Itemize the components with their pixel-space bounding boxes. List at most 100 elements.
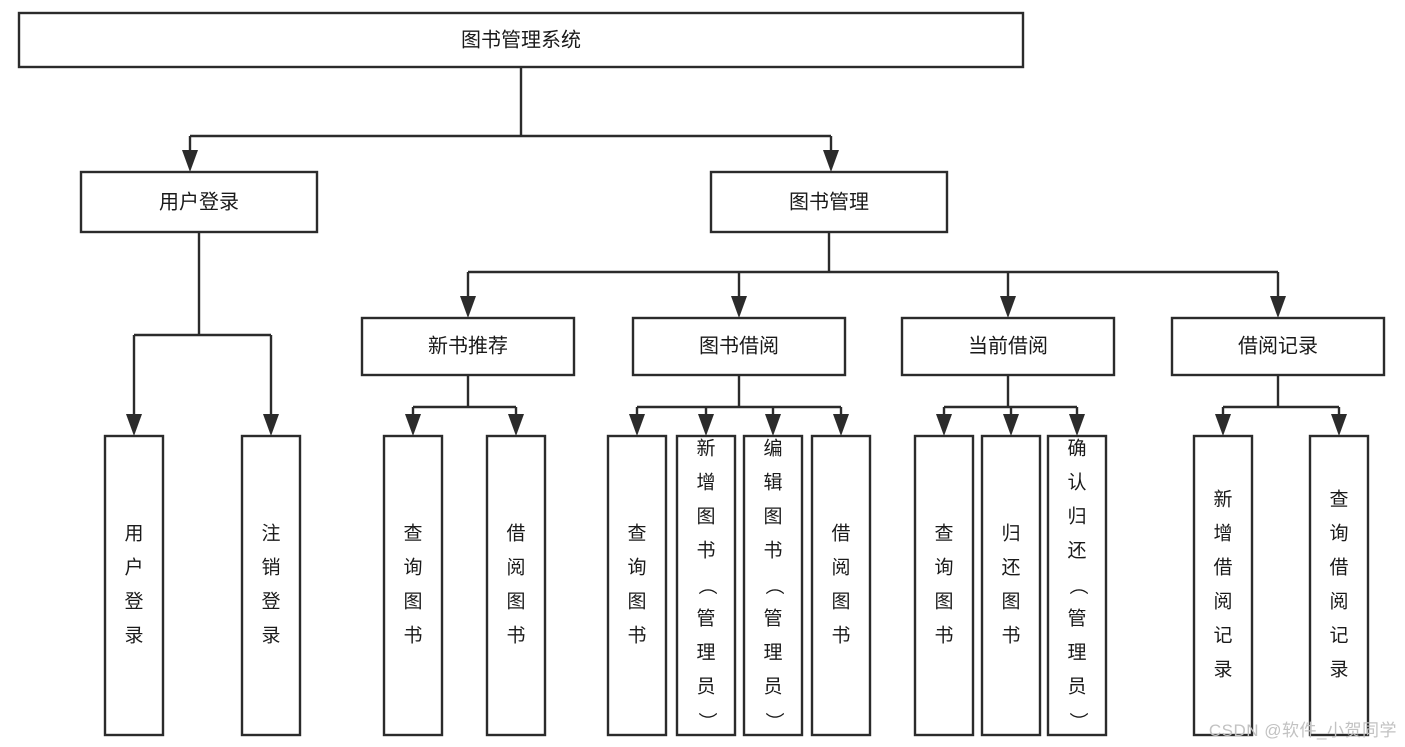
node-leaf-edit-book[interactable] — [742, 434, 804, 737]
node-leaf-logout[interactable] — [240, 434, 302, 737]
svg-text:销: 销 — [261, 557, 280, 579]
svg-text:书: 书 — [506, 625, 525, 647]
svg-text:新: 新 — [1213, 489, 1232, 511]
node-leaf-user-login-label: 用户登录 — [124, 524, 143, 647]
node-book-management-box[interactable] — [709, 170, 949, 234]
svg-text:图: 图 — [934, 592, 953, 613]
arrow-leaf-query-book-2 — [629, 414, 645, 436]
node-user-login-box[interactable] — [79, 170, 319, 234]
node-leaf-add-book-box[interactable] — [675, 434, 737, 737]
node-leaf-confirm-return-box[interactable] — [1046, 434, 1108, 737]
node-leaf-query-record-box[interactable] — [1308, 434, 1370, 737]
node-user-login[interactable]: 用户登录 — [79, 170, 319, 234]
svg-text:员: 员 — [1067, 677, 1086, 698]
arrow-leaf-add-record — [1215, 414, 1231, 436]
node-leaf-confirm-return[interactable] — [1046, 434, 1108, 737]
node-book-borrow-box[interactable] — [631, 316, 847, 377]
svg-text:还: 还 — [1001, 557, 1020, 579]
node-current-borrow[interactable]: 当前借阅 — [900, 316, 1116, 377]
arrow-to-new-book-recommend — [460, 296, 476, 318]
arrow-leaf-return-book — [1003, 414, 1019, 436]
node-leaf-borrow-book-2-box[interactable] — [810, 434, 872, 737]
svg-text:认: 认 — [1067, 472, 1086, 494]
node-borrow-record-box[interactable] — [1170, 316, 1386, 377]
node-leaf-query-book-3-box[interactable] — [913, 434, 975, 737]
node-leaf-user-login[interactable] — [103, 434, 165, 737]
svg-text:借: 借 — [1213, 557, 1232, 579]
node-borrow-record[interactable]: 借阅记录 — [1170, 316, 1386, 377]
svg-text:询: 询 — [627, 557, 646, 579]
svg-text:编: 编 — [763, 438, 782, 460]
svg-text:增: 增 — [1213, 523, 1232, 545]
svg-text:询: 询 — [403, 557, 422, 579]
svg-text:记: 记 — [1329, 625, 1348, 647]
arrow-to-current-borrow — [1000, 296, 1016, 318]
node-root-box[interactable] — [17, 11, 1025, 69]
arrow-leaf-query-book-1 — [405, 414, 421, 436]
svg-text:录: 录 — [1329, 660, 1348, 681]
node-leaf-query-book-1[interactable] — [382, 434, 444, 737]
node-user-login-label: 用户登录 — [159, 190, 239, 213]
node-root-system[interactable]: 图书管理系统 — [17, 11, 1025, 69]
node-leaf-query-book-2-box[interactable] — [606, 434, 668, 737]
svg-text:登: 登 — [124, 591, 143, 613]
node-book-borrow[interactable]: 图书借阅 — [631, 316, 847, 377]
svg-text:确: 确 — [1067, 438, 1086, 460]
node-leaf-return-book-box[interactable] — [980, 434, 1042, 737]
node-leaf-logout-box[interactable] — [240, 434, 302, 737]
svg-text:图: 图 — [506, 592, 525, 613]
arrow-leaf-query-record — [1331, 414, 1347, 436]
svg-text:理: 理 — [696, 643, 715, 664]
svg-text:归: 归 — [1001, 523, 1020, 545]
svg-text:录: 录 — [1213, 660, 1232, 681]
svg-text:理: 理 — [1067, 643, 1086, 664]
node-book-management[interactable]: 图书管理 — [709, 170, 949, 234]
svg-text:）: ） — [1067, 712, 1089, 731]
svg-text:（: （ — [763, 576, 785, 595]
node-new-book-recommend[interactable]: 新书推荐 — [360, 316, 576, 377]
node-leaf-query-book-3[interactable] — [913, 434, 975, 737]
arrow-leaf-user-login — [126, 414, 142, 436]
svg-text:阅: 阅 — [506, 557, 525, 579]
svg-text:图: 图 — [627, 592, 646, 613]
svg-text:用: 用 — [124, 524, 143, 545]
svg-text:阅: 阅 — [831, 557, 850, 579]
arrow-to-book-management — [823, 150, 839, 172]
svg-text:登: 登 — [261, 591, 280, 613]
node-leaf-user-login-box[interactable] — [103, 434, 165, 737]
svg-text:查: 查 — [627, 523, 646, 545]
svg-text:查: 查 — [1329, 489, 1348, 511]
node-leaf-edit-book-box[interactable] — [742, 434, 804, 737]
svg-text:管: 管 — [696, 608, 715, 630]
svg-text:增: 增 — [696, 472, 715, 494]
node-leaf-query-record[interactable] — [1308, 434, 1370, 737]
svg-text:新: 新 — [696, 438, 715, 460]
svg-text:记: 记 — [1213, 625, 1232, 647]
node-leaf-add-book[interactable] — [675, 434, 737, 737]
svg-text:图: 图 — [831, 592, 850, 613]
node-leaf-query-book-2[interactable] — [606, 434, 668, 737]
node-book-borrow-label: 图书借阅 — [699, 334, 779, 357]
node-current-borrow-box[interactable] — [900, 316, 1116, 377]
svg-text:书: 书 — [696, 540, 715, 562]
node-leaf-return-book[interactable] — [980, 434, 1042, 737]
node-leaf-borrow-book-2[interactable] — [810, 434, 872, 737]
node-leaf-add-record[interactable] — [1192, 434, 1254, 737]
node-leaf-query-book-1-box[interactable] — [382, 434, 444, 737]
svg-text:查: 查 — [934, 523, 953, 545]
node-new-book-recommend-box[interactable] — [360, 316, 576, 377]
svg-text:阅: 阅 — [1329, 591, 1348, 613]
svg-text:员: 员 — [696, 677, 715, 698]
node-leaf-borrow-book-1-box[interactable] — [485, 434, 547, 737]
svg-text:注: 注 — [261, 523, 280, 545]
svg-text:还: 还 — [1067, 540, 1086, 562]
arrow-leaf-add-book — [698, 414, 714, 436]
node-leaf-borrow-book-1[interactable] — [485, 434, 547, 737]
svg-text:询: 询 — [934, 557, 953, 579]
node-leaf-add-record-box[interactable] — [1192, 434, 1254, 737]
